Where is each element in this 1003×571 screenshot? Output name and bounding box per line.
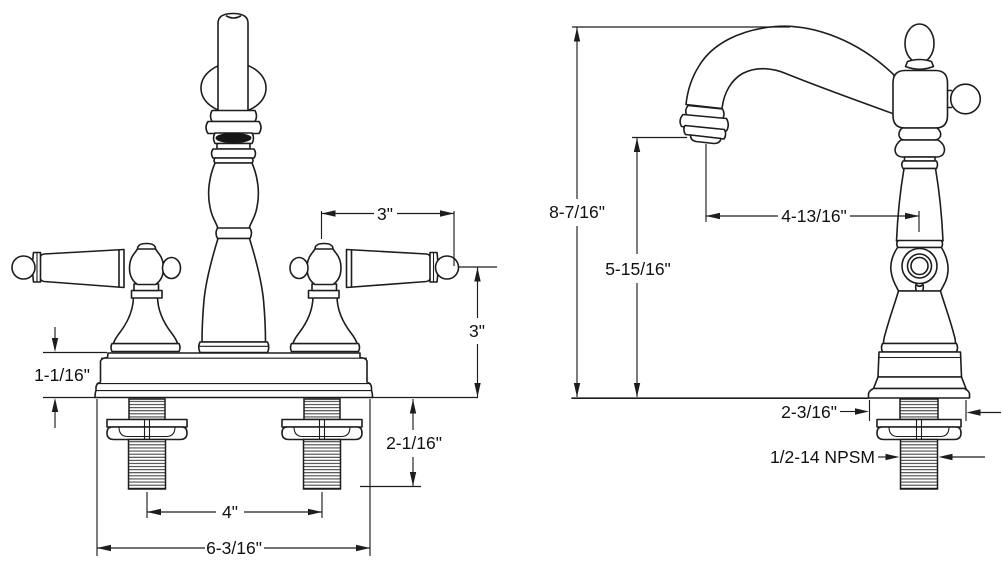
dim-overall-width-label: 6-3/16" (206, 538, 262, 558)
handle-lever (39, 248, 125, 289)
dim-shank-thread: 1/2-14 NPSM (770, 447, 985, 467)
handle-lever (345, 248, 432, 289)
dim-deck-plate-height-label: 1-1/16" (34, 365, 90, 385)
side-faucet (679, 23, 982, 490)
dim-overall-height: 8-7/16" (549, 26, 790, 397)
valve-body (892, 69, 949, 129)
dim-base-width: 2-3/16" (781, 400, 1001, 422)
handle-bonnet (112, 295, 179, 345)
handle-bonnet (292, 295, 358, 345)
front-view: 3" 3" 1-1/16" 2 (11, 12, 497, 558)
dim-overall-width: 6-3/16" (96, 399, 371, 558)
spout-arm (685, 25, 895, 115)
handle-side-ball (161, 256, 182, 280)
spout-column-upper (207, 162, 260, 230)
side-view: 8-7/16" 5-15/16" 4-13/16" (549, 23, 1001, 490)
dim-shank-length-label: 2-1/16" (386, 433, 442, 453)
spout-tube (217, 12, 249, 115)
base-bell (882, 290, 957, 345)
dim-spout-reach: 4-13/16" (705, 144, 920, 232)
supply-shank (302, 438, 342, 490)
dim-center-spacing-label: 4" (222, 502, 238, 522)
dim-overall-height-label: 8-7/16" (549, 202, 605, 222)
handle-right (289, 242, 460, 353)
handle-ball (904, 23, 935, 64)
handle-end-ball (434, 255, 460, 280)
handle-side-ball (289, 256, 309, 280)
dim-spout-reach-label: 4-13/16" (781, 206, 847, 226)
dim-shank-length: 2-1/16" (360, 396, 478, 488)
handle-end-ball (11, 255, 36, 280)
dim-handle-span-label: 3" (377, 204, 393, 224)
supply-shank (127, 438, 167, 490)
dim-center-spacing: 4" (146, 492, 323, 522)
spout-foot (197, 341, 270, 354)
dim-shank-thread-label: 1/2-14 NPSM (770, 447, 875, 467)
handle-side-ball (949, 83, 982, 115)
dim-deck-plate-height: 1-1/16" (34, 327, 107, 428)
shank-assembly-left (106, 398, 188, 490)
dim-handle-height: 3" (459, 266, 497, 397)
dim-spout-outlet-height: 5-15/16" (605, 136, 687, 397)
shank-assembly-right (281, 398, 363, 490)
base-skirt (867, 387, 971, 399)
dim-spout-outlet-height-label: 5-15/16" (605, 259, 671, 279)
spout-tip-cap (225, 15, 242, 19)
dim-handle-span: 3" (320, 204, 455, 266)
spout-column-lower (201, 237, 267, 343)
aerator (215, 132, 252, 144)
supply-shank (899, 438, 939, 490)
handle-left (11, 242, 182, 353)
dim-base-width-label: 2-3/16" (781, 402, 837, 422)
dim-handle-height-label: 3" (469, 321, 485, 341)
base-plate (94, 352, 374, 399)
front-spout (200, 12, 267, 343)
body-column (895, 167, 944, 242)
